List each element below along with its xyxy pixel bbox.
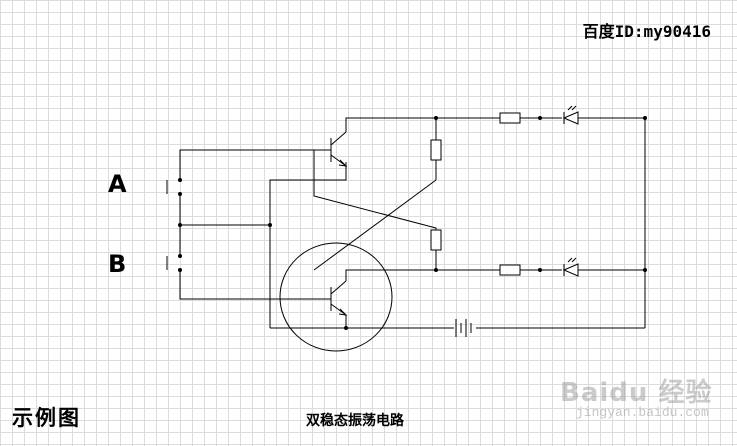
author-id: 百度ID:my90416 [582, 22, 711, 41]
junction-dots [178, 116, 647, 330]
battery [455, 319, 472, 337]
node-label-b: B [108, 250, 127, 278]
highlight-circle [279, 242, 393, 352]
watermark-url: jingyan.baidu.com [576, 405, 709, 420]
diagram-title: 双稳态振荡电路 [306, 413, 404, 429]
node-label-a: A [108, 170, 127, 198]
led-emission-icons [567, 105, 577, 263]
example-caption: 示例图 [12, 405, 81, 430]
resistor-r1 [430, 118, 442, 180]
transistor-q2 [318, 269, 436, 328]
input-wires [179, 149, 347, 328]
power-rail [270, 118, 646, 329]
cross-coupling [313, 150, 437, 271]
transistor-q1 [318, 117, 436, 180]
watermark-logo: Baidu 经验 [560, 378, 713, 408]
resistor-r2 [430, 229, 442, 270]
